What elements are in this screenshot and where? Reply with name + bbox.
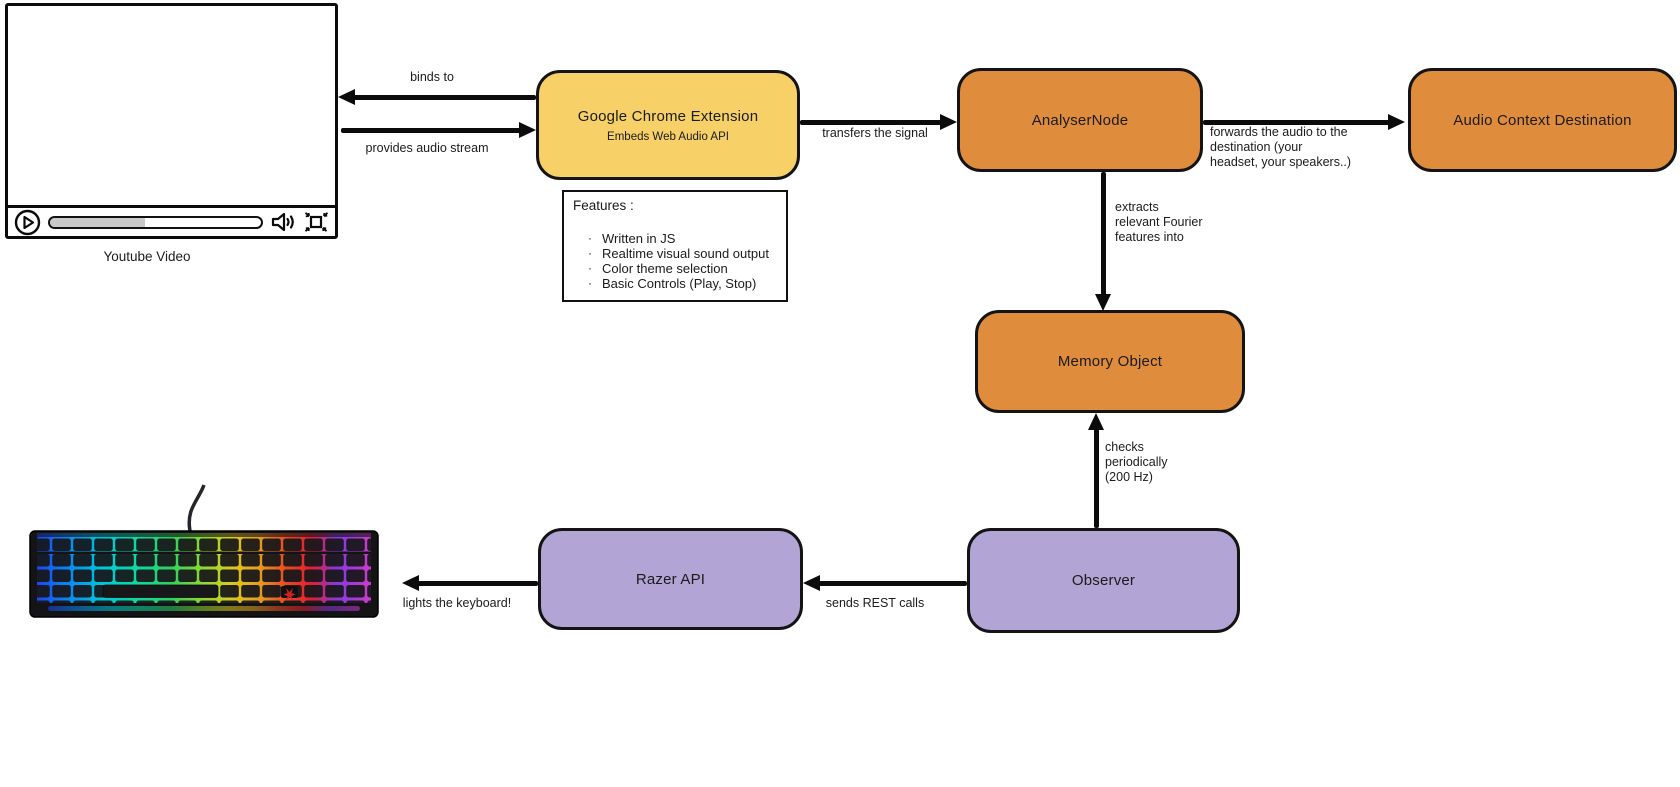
keyboard-logo — [283, 588, 296, 601]
node-google-chrome-extension: Google Chrome Extension Embeds Web Audio… — [536, 70, 800, 180]
node-analysernode: AnalyserNode — [957, 68, 1203, 172]
arrow-checks-periodically — [1088, 413, 1104, 528]
node-razer-api: Razer API — [538, 528, 803, 630]
video-control-bar — [8, 205, 335, 236]
play-icon — [14, 209, 41, 235]
arrowhead-left-icon — [338, 89, 355, 105]
node-title: Google Chrome Extension — [577, 107, 759, 125]
volume-icon — [271, 212, 294, 232]
arrowhead-left-icon — [803, 575, 820, 591]
arrow-transfers-signal — [800, 114, 957, 130]
arrow-sends-rest-calls — [803, 575, 967, 591]
rgb-keyboard-image — [29, 484, 379, 618]
arrow-provides-audio-stream — [341, 122, 536, 138]
arrowhead-right-icon — [519, 122, 536, 138]
features-item: ·Realtime visual sound output — [588, 246, 769, 261]
node-title: Observer — [1071, 572, 1136, 589]
video-screen — [8, 6, 335, 205]
bullet-icon: · — [588, 276, 592, 290]
video-caption: Youtube Video — [103, 249, 191, 264]
features-item: ·Color theme selection — [588, 261, 728, 276]
edge-label-transfers: transfers the signal — [822, 126, 928, 140]
arrowhead-right-icon — [1388, 114, 1405, 130]
arrow-forwards-audio — [1203, 114, 1405, 130]
node-title: Razer API — [635, 570, 706, 588]
features-item: ·Basic Controls (Play, Stop) — [588, 276, 757, 291]
node-title: Audio Context Destination — [1453, 111, 1632, 129]
keyboard-cable — [187, 484, 206, 532]
edge-label-extracts: extracts relevant Fourier features into — [1115, 200, 1203, 244]
node-audio-context-destination: Audio Context Destination — [1408, 68, 1677, 172]
edge-label-forwards: forwards the audio to the destination (y… — [1210, 125, 1352, 169]
edge-label-lights: lights the keyboard! — [402, 596, 512, 610]
node-title: AnalyserNode — [1031, 111, 1129, 129]
fullscreen-icon — [304, 212, 329, 232]
features-box: Features : ·Written in JS ·Realtime visu… — [562, 190, 788, 302]
node-observer: Observer — [967, 528, 1240, 633]
arrow-lights-keyboard — [402, 575, 538, 591]
bullet-icon: · — [588, 246, 592, 260]
node-memory-object: Memory Object — [975, 310, 1245, 413]
arrow-extracts-features — [1095, 172, 1111, 311]
edge-label-sends: sends REST calls — [825, 596, 925, 610]
youtube-video-frame — [5, 3, 338, 239]
arrowhead-right-icon — [940, 114, 957, 130]
arrowhead-down-icon — [1095, 294, 1111, 311]
edge-label-checks: checks periodically (200 Hz) — [1105, 440, 1168, 484]
node-title: Memory Object — [1057, 353, 1163, 370]
bullet-icon: · — [588, 261, 592, 275]
video-progress-bar — [48, 215, 263, 229]
arrowhead-left-icon — [402, 575, 419, 591]
arrowhead-up-icon — [1088, 413, 1104, 430]
video-progress-fill — [50, 217, 145, 227]
node-subtitle: Embeds Web Audio API — [607, 130, 729, 143]
features-list: ·Written in JS ·Realtime visual sound ou… — [588, 231, 769, 291]
features-heading: Features : — [573, 198, 634, 213]
features-item: ·Written in JS — [588, 231, 676, 246]
edge-label-binds-to: binds to — [410, 70, 454, 84]
edge-label-provides: provides audio stream — [365, 141, 489, 155]
arrow-binds-to — [338, 89, 536, 105]
bullet-icon: · — [588, 231, 592, 245]
